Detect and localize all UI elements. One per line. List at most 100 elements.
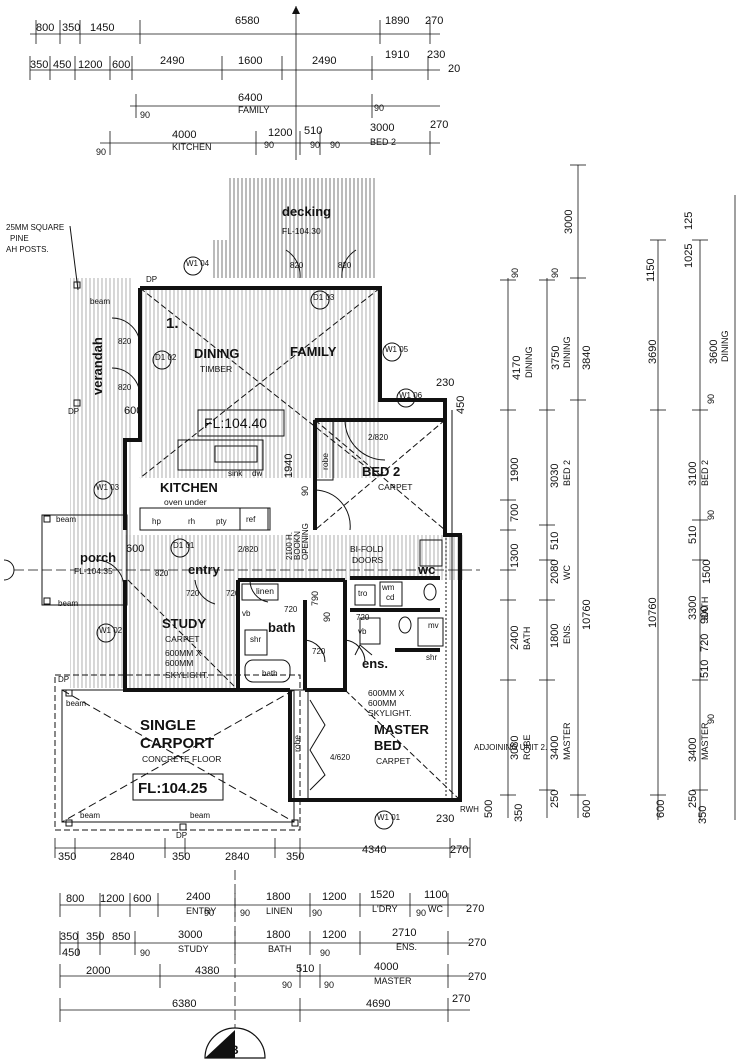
dim-b1-15: 90 [312, 908, 322, 918]
dim-rc-4: 600 [581, 800, 593, 818]
dim-far-1: 1150 [645, 258, 657, 282]
dim-b3-2: 4380 [195, 965, 219, 977]
dim-top-4-g: 90 [96, 147, 106, 157]
dim-top-4-h: 90 [264, 140, 274, 150]
study-skylight-1: 600MM X [165, 648, 202, 658]
dim-top-4-k: 270 [430, 119, 448, 131]
window-tag-8: W1 02 [99, 626, 123, 635]
dim-rb-4: 1800 [549, 624, 561, 648]
dim-top-2-g: 2490 [312, 55, 336, 67]
dim-b3-4: 4000 [374, 961, 398, 973]
dim-b4-2: 4690 [366, 998, 390, 1010]
dim-b3-3: 510 [296, 963, 314, 975]
dim-rc-3: 10760 [581, 599, 593, 630]
room-entry: entry [188, 562, 221, 577]
washing-machine [379, 581, 403, 607]
fix-dp-4: DP [176, 831, 187, 840]
dim-mid-2: 2840 [110, 851, 134, 863]
door-size-8: 720 [186, 589, 200, 598]
dim-b2-12: 90 [140, 948, 150, 958]
room-master-1: MASTER [374, 722, 430, 737]
window-tag-5: D1 02 [155, 353, 177, 362]
dim-b1-11: 1100 [424, 889, 448, 901]
opening-tags: W1 04 D1 03 W1 05 W1 06 D1 02 W1 03 D1 0… [93, 256, 423, 830]
fix-rh: rh [188, 517, 195, 526]
bed2-robe-label: robe [320, 453, 330, 470]
dim-top-4-j: 90 [330, 140, 340, 150]
far-right-dimensions: 1150 1025 125 3690 3600 DINING 3100 BED … [645, 195, 736, 824]
room-bed2: BED 2 [362, 464, 400, 479]
door-size-5: 820 [155, 569, 169, 578]
dining-fl-box [197, 409, 285, 437]
window-tag-4: W1 06 [399, 391, 423, 400]
dim-rc-1: 3000 [563, 210, 575, 234]
dim-b3-5: MASTER [374, 976, 412, 986]
right-dimensions: 4170 DINING 1900 700 1300 2400 BATH 3080… [436, 164, 593, 825]
dim-top-4-i: 90 [310, 140, 320, 150]
dim-rb-3: 510 [549, 532, 561, 550]
fix-dp-2: DP [68, 407, 79, 416]
wc-pan [423, 583, 437, 601]
dim-far-9: 510 [687, 526, 699, 544]
dim-b1-16: 90 [416, 908, 426, 918]
room-dining-floor: TIMBER [200, 364, 232, 374]
master-robe-label: robe [292, 735, 302, 752]
room-carport-2: CARPORT [140, 735, 214, 752]
fix-dp-1: DP [146, 275, 157, 284]
dim-top-4-c: 1200 [268, 127, 292, 139]
dim-top-2-j: 20 [448, 63, 460, 75]
dim-b2-7: BATH [268, 944, 291, 954]
dim-far-19: 600 [655, 800, 667, 818]
room-kitchen: KITCHEN [160, 480, 218, 495]
dim-int-8: 790 [310, 591, 320, 606]
dim-ra-4: 1300 [509, 544, 521, 568]
dining-fl: FL:104.40 [204, 415, 267, 431]
decking-floor [228, 178, 376, 278]
dim-b3-7: 90 [324, 980, 334, 990]
master-robe [289, 689, 309, 801]
dim-top-2-b: 450 [53, 59, 71, 71]
dim-far-17: MASTER [700, 722, 710, 760]
dim-top-4-f: BED 2 [370, 137, 396, 147]
dim-b2-1: 350 [60, 931, 78, 943]
fix-beam-2: beam [56, 515, 76, 524]
dim-mid-4: 2840 [225, 851, 249, 863]
fix-vb-1: vb [242, 609, 251, 618]
dim-rb-6: 250 [549, 790, 561, 808]
dim-ra-2: 1900 [509, 458, 521, 482]
post-note-1: 25MM SQUARE [6, 223, 64, 232]
fix-cd: cd [386, 593, 394, 602]
door-sizes: 820 820 820 820 820 2/820 2/820 720 720 … [118, 261, 389, 762]
room-decking: decking [282, 204, 331, 219]
dim-rc-2: 3840 [581, 346, 593, 370]
dim-rb-1-l: DINING [562, 337, 572, 369]
dim-b1-13: 90 [204, 908, 214, 918]
dim-b1-5: ENTRY [186, 906, 216, 916]
dim-b1-9: 1520 [370, 889, 394, 901]
window-tag-3: W1 05 [385, 345, 409, 354]
dim-mid-3: 350 [172, 851, 190, 863]
master-skylight-3: SKYLIGHT. [368, 708, 411, 718]
window-tag-7: D1 01 [173, 541, 195, 550]
bottom-dimensions: 800 1200 600 2400 ENTRY 1800 LINEN 1200 … [59, 870, 486, 1040]
dim-top-2-c: 1200 [78, 59, 102, 71]
porch-outline [41, 514, 128, 606]
window-tag-6: W1 03 [96, 483, 120, 492]
kitchen-island [177, 439, 264, 471]
building [41, 178, 465, 831]
dim-far-13: 510 [699, 660, 711, 678]
unit-number: 1. [166, 315, 179, 332]
study-skylight-2: 600MM [165, 658, 193, 668]
carport-beam-frame [61, 689, 295, 823]
dim-rc-9: 90 [550, 268, 560, 278]
carport-fl-box [132, 773, 224, 801]
fix-beam-1: beam [90, 297, 110, 306]
fix-dp-3: DP [58, 675, 69, 684]
dim-b1-6: 1800 [266, 891, 290, 903]
room-bath: bath [268, 620, 296, 635]
section-marker-label: B [230, 1043, 239, 1057]
dim-far-15: 900 [699, 606, 711, 624]
dim-int-3: 1940 [283, 454, 295, 478]
fix-beam-5: beam [80, 811, 100, 820]
